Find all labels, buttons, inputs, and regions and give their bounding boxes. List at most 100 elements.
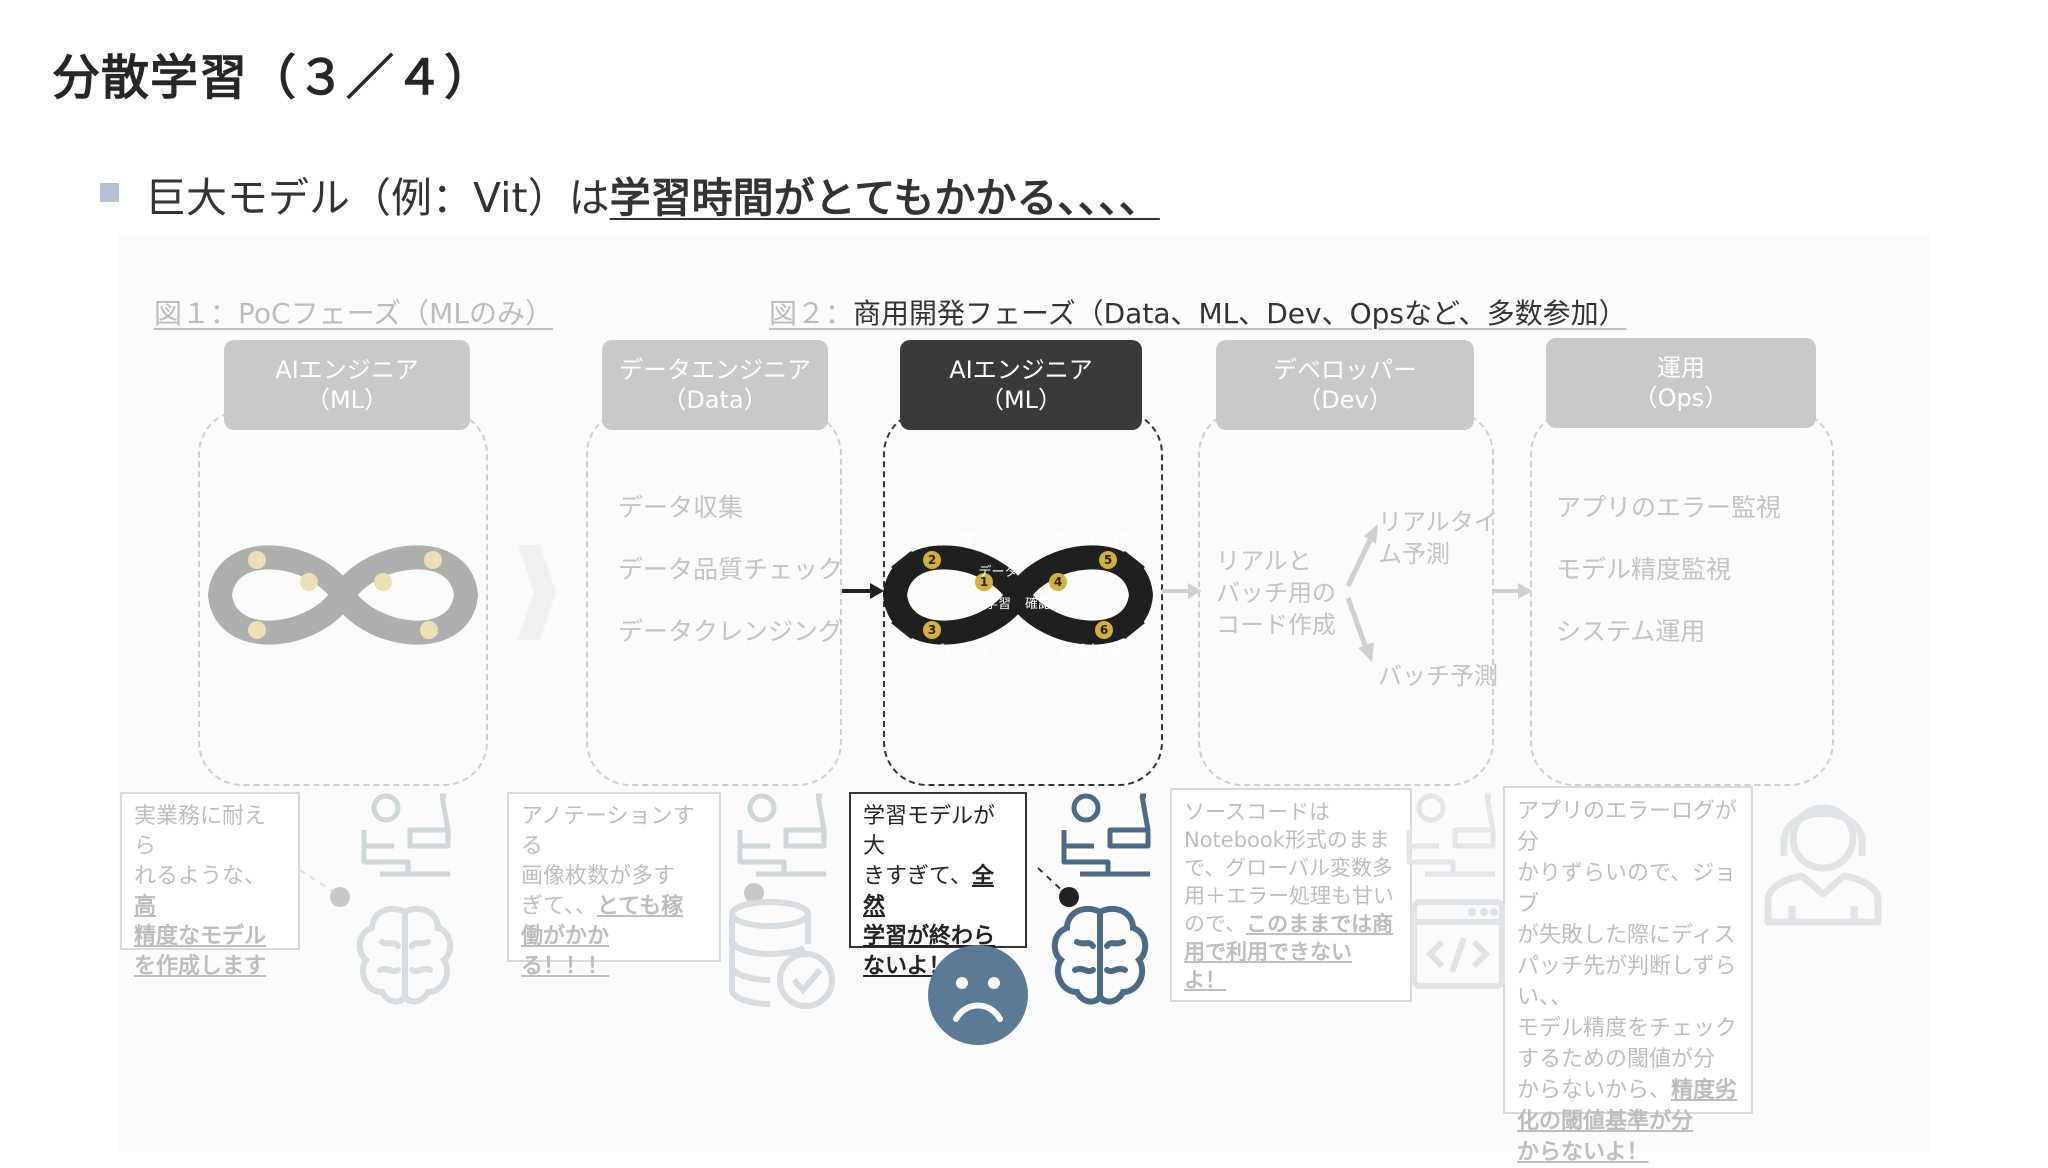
bullet-emphasis: 学習時間がとてもかかる、、、、 bbox=[609, 174, 1160, 222]
comment-ai: 学習モデルが大 きすぎて、全然 学習が終わら ないよ！！！ bbox=[849, 792, 1027, 979]
figure2-caption: 図２：商用開発フェーズ（Data、ML、Dev、Opsなど、多数参加） bbox=[769, 292, 1627, 332]
header-title: AIエンジニア bbox=[275, 356, 419, 384]
comment-line: からないから、 bbox=[1517, 1078, 1672, 1103]
ops-task-2: モデル精度監視 bbox=[1556, 555, 1732, 584]
comment-line: 実業務に耐えら bbox=[134, 804, 267, 859]
comment-line: するための閾値が分 bbox=[1517, 1047, 1716, 1072]
comment-emphasis: 化の閾値基準が分 bbox=[1517, 1109, 1694, 1134]
header-subtitle: （Ops） bbox=[1633, 384, 1729, 412]
bullet-marker bbox=[100, 183, 119, 202]
sad-face-icon bbox=[928, 945, 1028, 1045]
cycle-step: 2 bbox=[928, 553, 936, 567]
brain-icon bbox=[356, 905, 454, 1005]
cycle-label: モデル設計 bbox=[914, 642, 989, 660]
cycle-step: 6 bbox=[1100, 623, 1108, 637]
connector-dot bbox=[330, 887, 350, 907]
engineer-at-desk-icon bbox=[361, 793, 451, 877]
dev-realtime-prediction: リアルタイ ム予測 bbox=[1378, 506, 1498, 570]
comment-line: が失敗した際にディス bbox=[1517, 923, 1736, 948]
mlops-cycle-poc: 前処理 モデル管理 モデル設計 精度評価 bbox=[205, 520, 481, 670]
comment-emphasis: を作成します bbox=[134, 954, 267, 979]
cycle-label: 前処理 bbox=[929, 530, 974, 548]
comment-emphasis: とても稼 bbox=[596, 894, 684, 919]
comment-line: 用＋エラー処理も甘い bbox=[1184, 884, 1394, 908]
arrow-data-to-ai bbox=[842, 583, 884, 599]
cycle-step: 5 bbox=[1104, 553, 1112, 567]
header-title: AIエンジニア bbox=[949, 356, 1093, 384]
code-window-icon bbox=[1411, 899, 1505, 989]
connector-dot bbox=[744, 883, 764, 903]
header-subtitle: （Data） bbox=[662, 386, 768, 414]
cycle-label: モデル管理 bbox=[1052, 530, 1127, 548]
comment-ops: アプリのエラーログが分 かりずらいので、ジョブ が失敗した際にディス パッチ先が… bbox=[1503, 786, 1753, 1165]
comment-line: アプリのエラーログが分 bbox=[1517, 799, 1738, 855]
cycle-step: 1 bbox=[980, 575, 988, 589]
ops-task-1: アプリのエラー監視 bbox=[1556, 493, 1782, 522]
header-poc-ai-engineer: AIエンジニア （ML） bbox=[224, 340, 470, 430]
comment-emphasis: このままでは商 bbox=[1246, 912, 1394, 936]
header-subtitle: （ML） bbox=[979, 386, 1063, 414]
connector-dot bbox=[1059, 887, 1079, 907]
comment-emphasis: 全然 bbox=[863, 864, 994, 919]
infinity-loop-icon: 2 1 3 4 5 6 前処理 モデル管理 モデル設計 精度評価 学習 データ … bbox=[882, 530, 1154, 660]
header-title: 運用 bbox=[1657, 354, 1705, 382]
comment-line: ぎて、、 bbox=[521, 894, 597, 919]
figure2-text: 商用開発フェーズ（Data、ML、Dev、Opsなど、多数参加） bbox=[853, 297, 1627, 330]
slide-title: 分散学習（３／４） bbox=[52, 50, 494, 106]
engineer-at-desk-icon bbox=[737, 793, 827, 877]
comment-emphasis: 高 bbox=[134, 894, 157, 919]
dev-realtime-line: ム予測 bbox=[1378, 540, 1450, 568]
data-task-2: データ品質チェック bbox=[618, 555, 844, 584]
figure1-caption: 図１：PoCフェーズ（MLのみ） bbox=[154, 292, 553, 332]
comment-line: アノテーションする bbox=[521, 804, 695, 859]
bullet-plain: 巨大モデル（例：Vit）は bbox=[145, 174, 610, 222]
mlops-cycle-ai: 2 1 3 4 5 6 前処理 モデル管理 モデル設計 精度評価 学習 データ … bbox=[880, 520, 1156, 670]
comment-line: きすぎて、 bbox=[863, 864, 972, 889]
header-ai-engineer: AIエンジニア （ML） bbox=[900, 340, 1142, 430]
figure2-number: 図２： bbox=[769, 297, 854, 330]
ops-task-3: システム運用 bbox=[1556, 617, 1706, 646]
data-task-3: データクレンジング bbox=[618, 617, 844, 646]
engineer-at-desk-icon bbox=[1406, 793, 1496, 877]
comment-line: ので、 bbox=[1184, 912, 1247, 936]
dev-branch-arrows bbox=[1345, 524, 1378, 662]
phase-transition-arrow bbox=[518, 545, 556, 640]
comment-line: ソースコードは bbox=[1184, 800, 1330, 824]
cycle-label: 確認 bbox=[1025, 596, 1051, 612]
header-operations: 運用 （Ops） bbox=[1546, 338, 1816, 428]
database-check-icon bbox=[729, 899, 835, 1009]
comment-line: Notebook形式のまま bbox=[1184, 828, 1390, 852]
cycle-step: 3 bbox=[928, 623, 936, 637]
dev-batch-prediction: バッチ予測 bbox=[1378, 662, 1498, 690]
header-developer: デベロッパー （Dev） bbox=[1216, 340, 1474, 430]
brain-icon bbox=[1051, 905, 1149, 1005]
comment-poc: 実業務に耐えら れるような、高 精度なモデル を作成します bbox=[120, 792, 300, 979]
cycle-label: 前処理 bbox=[253, 525, 301, 544]
cycle-label: 精度評価 bbox=[393, 645, 457, 664]
comment-line: かりずらいので、ジョブ bbox=[1517, 861, 1737, 917]
comment-line: い、、 bbox=[1517, 985, 1573, 1010]
dev-task-line: リアルと bbox=[1216, 547, 1312, 575]
cycle-step: 4 bbox=[1054, 575, 1062, 589]
dev-task-line: バッチ用の bbox=[1216, 579, 1336, 607]
comment-line: で、グローバル変数多 bbox=[1184, 856, 1393, 880]
arrow-dev-to-ops bbox=[1494, 583, 1532, 599]
dev-realtime-line: リアルタイ bbox=[1378, 508, 1498, 536]
data-task-1: データ収集 bbox=[618, 493, 744, 522]
comment-dev: ソースコードは Notebook形式のまま で、グローバル変数多 用＋エラー処理… bbox=[1170, 788, 1412, 1002]
header-title: デベロッパー bbox=[1273, 356, 1417, 384]
cycle-label: データ bbox=[978, 564, 1017, 580]
comment-line: 画像枚数が多す bbox=[521, 864, 676, 889]
comment-emphasis: 働がかか bbox=[521, 924, 610, 949]
comment-line: 学習モデルが大 bbox=[863, 804, 996, 859]
dev-task-line: コード作成 bbox=[1216, 611, 1336, 639]
comment-line: パッチ先が判断しずら bbox=[1517, 954, 1737, 979]
comment-emphasis: からないよ！ bbox=[1517, 1140, 1649, 1165]
header-data-engineer: データエンジニア （Data） bbox=[602, 340, 828, 430]
cycle-label: 学習 bbox=[985, 596, 1011, 612]
comment-line: モデル精度をチェック bbox=[1517, 1016, 1738, 1041]
header-subtitle: （ML） bbox=[305, 386, 389, 414]
comment-emphasis: る！！！ bbox=[521, 954, 610, 979]
comment-data: アノテーションする 画像枚数が多す ぎて、、とても稼 働がかか る！！！ bbox=[507, 792, 721, 979]
